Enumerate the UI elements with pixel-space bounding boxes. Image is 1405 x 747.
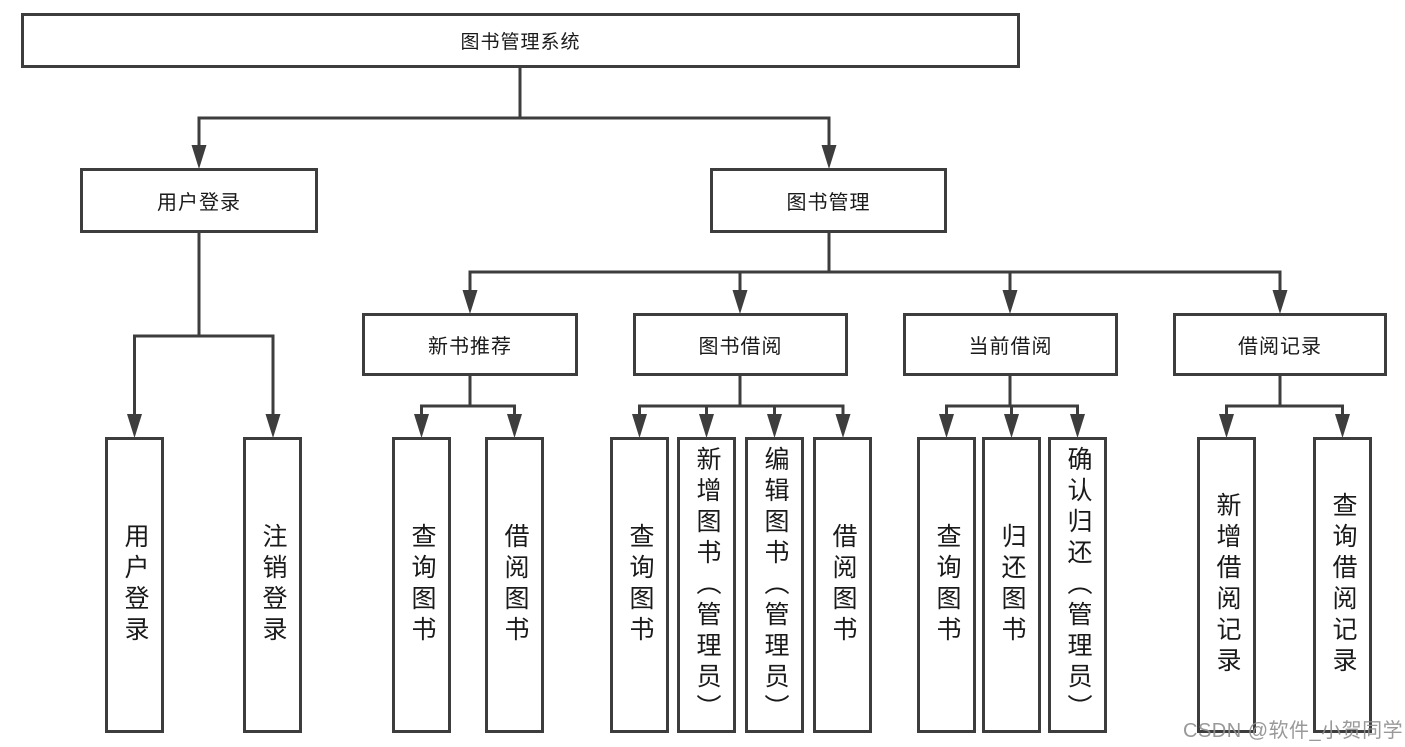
leaf-edit-book-admin: 编辑图书（管理员）: [745, 437, 804, 733]
node-label: 图书管理: [786, 192, 871, 214]
arrowhead: [1335, 414, 1350, 438]
arrowhead: [507, 414, 522, 438]
leaf-return-book: 归还图书: [982, 437, 1041, 733]
node-current-borrow: 当前借阅: [903, 313, 1118, 376]
arrowhead: [127, 414, 142, 438]
node-label: 借阅记录: [1238, 336, 1322, 358]
arrowhead: [699, 414, 714, 438]
arrowhead: [767, 414, 782, 438]
leaf-query-book-borrow: 查询图书: [610, 437, 669, 733]
arrowhead: [191, 145, 207, 169]
arrowhead: [939, 414, 954, 438]
node-label: 当前借阅: [968, 336, 1053, 358]
connector-current-to-leaves: [945, 376, 1079, 415]
leaf-label: 新增借阅记录: [1213, 492, 1241, 678]
connector-userlogin-to-leaves: [133, 233, 275, 415]
node-label: 图书管理系统: [460, 32, 581, 53]
leaf-label: 借阅图书: [501, 523, 529, 647]
leaf-label: 归还图书: [998, 523, 1026, 647]
leaf-label: 查询图书: [408, 523, 436, 647]
leaf-query-book-current: 查询图书: [917, 437, 976, 733]
arrowhead: [1070, 414, 1085, 438]
arrowhead: [414, 414, 429, 438]
arrowhead: [1219, 414, 1234, 438]
node-new-book-recommend: 新书推荐: [362, 313, 578, 376]
leaf-label: 编辑图书（管理员）: [761, 445, 789, 725]
leaf-logout: 注销登录: [243, 437, 302, 733]
arrowhead: [1272, 290, 1288, 314]
node-label: 图书借阅: [698, 336, 783, 358]
connector-bookmgmt-to-level3: [468, 233, 1282, 291]
leaf-add-borrow-record: 新增借阅记录: [1197, 437, 1256, 733]
leaf-query-book-recommend: 查询图书: [392, 437, 451, 733]
node-user-login: 用户登录: [80, 168, 318, 233]
leaf-borrow-book: 借阅图书: [813, 437, 872, 733]
arrowhead: [462, 290, 478, 314]
connector-recommend-to-leaves: [420, 376, 516, 415]
arrowhead: [835, 414, 851, 438]
leaf-label: 确认归还（管理员）: [1064, 445, 1092, 725]
connector-root-to-level2: [197, 68, 831, 146]
leaf-user-login: 用户登录: [105, 437, 164, 733]
node-borrow-records: 借阅记录: [1173, 313, 1387, 376]
leaf-add-book-admin: 新增图书（管理员）: [677, 437, 736, 733]
arrowhead: [265, 414, 281, 438]
arrowhead: [1002, 290, 1018, 314]
leaf-label: 注销登录: [259, 523, 287, 647]
node-label: 用户登录: [157, 192, 241, 214]
leaf-confirm-return-admin: 确认归还（管理员）: [1048, 437, 1107, 733]
node-root-system: 图书管理系统: [21, 13, 1020, 68]
leaf-label: 查询借阅记录: [1329, 492, 1357, 678]
arrowhead: [821, 145, 837, 169]
connector-records-to-leaves: [1225, 376, 1344, 415]
arrowhead: [632, 414, 647, 438]
arrowhead: [1004, 414, 1019, 438]
node-label: 新书推荐: [428, 336, 512, 358]
leaf-label: 用户登录: [121, 523, 149, 647]
leaf-label: 查询图书: [626, 523, 654, 647]
node-book-borrow: 图书借阅: [633, 313, 848, 376]
leaf-label: 借阅图书: [829, 523, 857, 647]
leaf-borrow-book-recommend: 借阅图书: [485, 437, 544, 733]
leaf-query-borrow-record: 查询借阅记录: [1313, 437, 1372, 733]
connector-borrow-to-leaves: [638, 376, 845, 415]
leaf-label: 查询图书: [933, 523, 961, 647]
leaf-label: 新增图书（管理员）: [693, 445, 721, 725]
csdn-watermark: CSDN @软件_小贺同学: [1183, 720, 1404, 742]
arrowhead: [732, 290, 748, 314]
node-book-management: 图书管理: [710, 168, 947, 233]
